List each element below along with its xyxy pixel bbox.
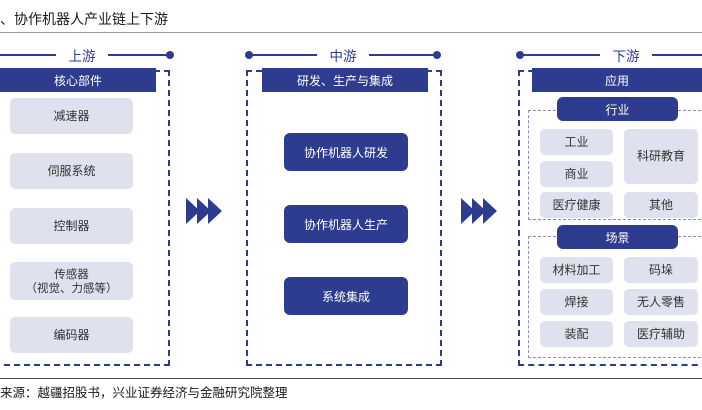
scenario-item-material-processing: 材料加工 [540,257,613,283]
chevron-arrow-icon [186,198,222,224]
industry-item-healthcare: 医疗健康 [540,192,613,218]
scenario-item-welding: 焊接 [540,289,613,315]
downstream-stage-label: 下游 [600,45,652,65]
upstream-item-sensor: 传感器 （视觉、力感等） [10,262,133,300]
downstream-stage-dot [516,51,524,59]
scenario-item-medical-assist: 医疗辅助 [624,321,698,347]
upstream-stage-dot [166,51,174,59]
downstream-stage-header: 下游 [514,45,702,65]
upstream-item-encoder: 编码器 [10,317,133,353]
industry-item-research-education: 科研教育 [624,129,698,184]
industry-item-other: 其他 [624,192,698,218]
midstream-item-integration: 系统集成 [284,277,408,315]
scenario-item-assembly: 装配 [540,321,613,347]
upstream-item-reducer: 减速器 [10,98,133,134]
title-divider [0,32,702,33]
midstream-stage-dot-left [245,51,253,59]
upstream-header: 核心部件 [0,68,156,92]
upstream-stage-label: 上游 [56,45,108,65]
scenario-item-palletizing: 码垛 [624,257,698,283]
source-note: 来源：越疆招股书，兴业证券经济与金融研究院整理 [0,385,288,400]
industry-item-commercial: 商业 [540,161,613,187]
midstream-stage-label: 中游 [317,45,369,65]
upstream-item-servo: 伺服系统 [10,153,133,189]
midstream-header: 研发、生产与集成 [262,68,428,92]
midstream-stage-header: 中游 [243,45,443,65]
scenario-label: 场景 [557,225,678,249]
midstream-item-production: 协作机器人生产 [284,205,408,243]
industry-label: 行业 [557,97,678,121]
chevron-arrow-icon [461,198,497,224]
source-divider [0,378,702,379]
midstream-stage-dot-right [433,51,441,59]
upstream-stage-header: 上游 [0,45,176,65]
industry-item-industrial: 工业 [540,129,613,155]
page-title: 、协作机器人产业链上下游 [0,12,168,28]
scenario-item-unmanned-retail: 无人零售 [624,289,698,315]
upstream-item-controller: 控制器 [10,208,133,244]
downstream-header: 应用 [532,68,702,92]
midstream-item-rnd: 协作机器人研发 [284,133,408,171]
